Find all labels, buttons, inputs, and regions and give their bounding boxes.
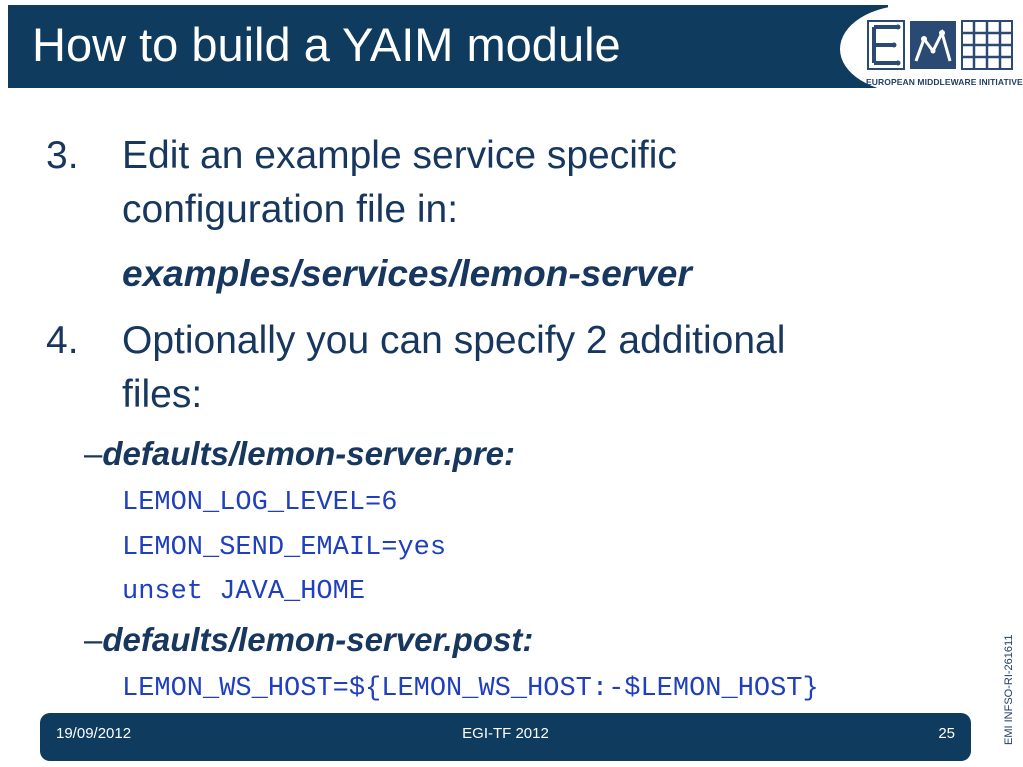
list-item-text: configuration file in: (122, 188, 459, 231)
dash-glyph: – (84, 435, 103, 472)
page-number: 25 (938, 725, 955, 742)
file-name: defaults/lemon-server.pre: (102, 435, 516, 472)
title-bar: How to build a YAIM module (8, 5, 888, 88)
logo-caption: EUROPEAN MIDDLEWARE INITIATIVE (866, 77, 1023, 87)
list-number: 4. (46, 319, 79, 362)
side-label: EMI INFSO-RI-261611 (1003, 634, 1015, 745)
list-item-text: Optionally you can specify 2 additional (122, 319, 786, 362)
code-line: LEMON_SEND_EMAIL=yes (122, 533, 447, 563)
code-line: LEMON_WS_HOST=${LEMON_WS_HOST:-$LEMON_HO… (122, 674, 819, 704)
footer-date: 19/09/2012 (56, 725, 132, 742)
emi-logo-icon (867, 20, 1013, 70)
config-path: examples/services/lemon-server (122, 253, 692, 294)
footer-event: EGI-TF 2012 (462, 725, 549, 742)
list-number: 3. (46, 134, 79, 177)
code-line: unset JAVA_HOME (122, 577, 366, 607)
sub-item-file: –defaults/lemon-server.pre: (84, 434, 515, 474)
file-name: defaults/lemon-server.post: (102, 621, 534, 658)
dash-glyph: – (84, 621, 103, 658)
footer-bar: 19/09/2012 EGI-TF 2012 25 (40, 713, 971, 761)
list-item-text: Edit an example service specific (122, 134, 677, 177)
emi-logo: EUROPEAN MIDDLEWARE INITIATIVE (840, 5, 1023, 93)
list-item-text: files: (122, 373, 203, 416)
slide-title: How to build a YAIM module (32, 18, 621, 71)
sub-item-file: –defaults/lemon-server.post: (84, 620, 533, 660)
code-line: LEMON_LOG_LEVEL=6 (122, 488, 398, 518)
